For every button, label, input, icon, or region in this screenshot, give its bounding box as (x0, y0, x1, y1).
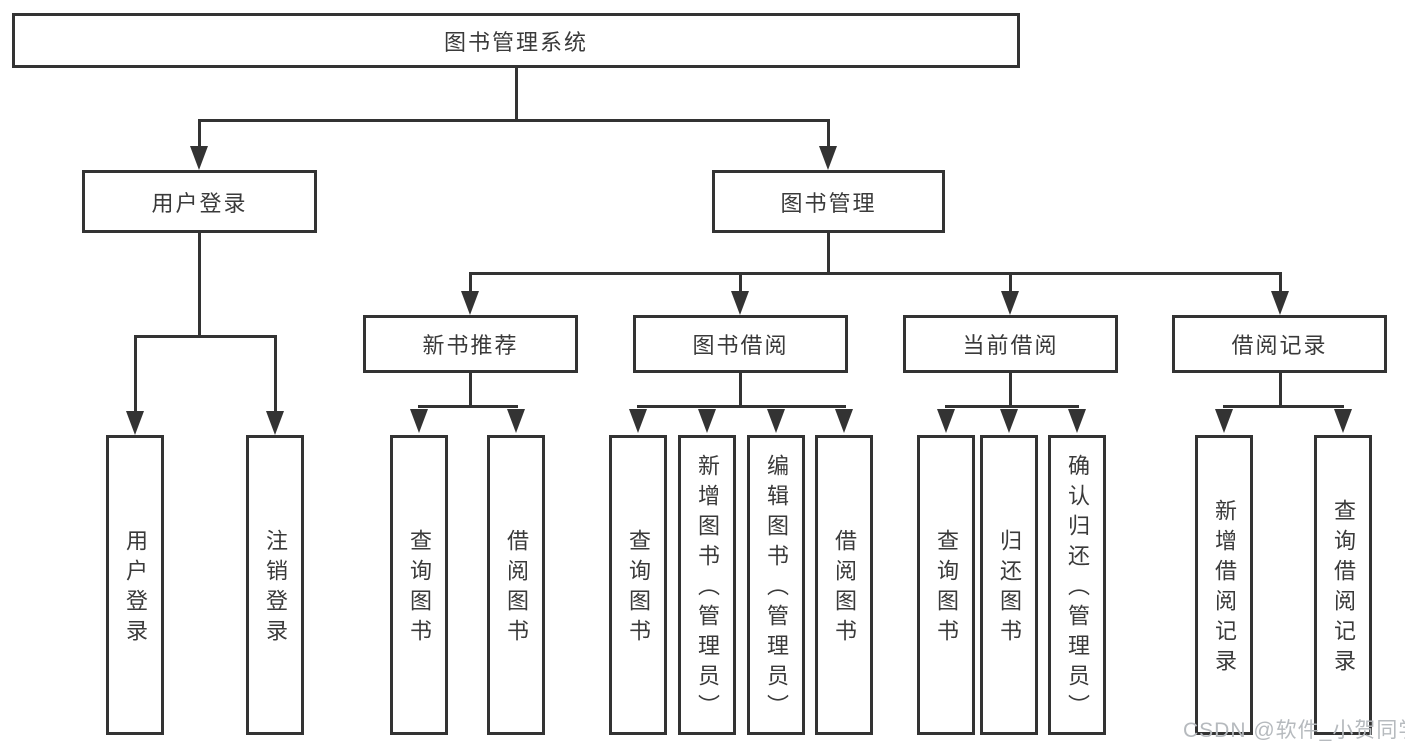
arrow-down-icon (410, 409, 428, 433)
connector-line (515, 68, 518, 122)
leaf-query-borrow-record: 查询借阅记录 (1314, 435, 1372, 735)
leaf-return-book: 归还图书 (980, 435, 1038, 735)
leaf-query-books-current: 查询图书 (917, 435, 975, 735)
node-current-borrow: 当前借阅 (903, 315, 1118, 373)
connector-line (827, 119, 830, 149)
arrow-down-icon (126, 411, 144, 435)
connector-line (469, 272, 1281, 275)
connector-line (739, 373, 742, 407)
connector-line (198, 119, 201, 149)
arrow-down-icon (1068, 409, 1086, 433)
connector-line (1223, 405, 1344, 408)
connector-line (134, 335, 137, 413)
leaf-confirm-return-admin: 确认归还（管理员） (1048, 435, 1106, 735)
node-borrow-records: 借阅记录 (1172, 315, 1387, 373)
arrow-down-icon (731, 291, 749, 315)
connector-line (274, 335, 277, 413)
leaf-borrow-books: 借阅图书 (815, 435, 873, 735)
connector-line (827, 233, 830, 275)
connector-line (198, 119, 830, 122)
connector-line (637, 405, 846, 408)
arrow-down-icon (266, 411, 284, 435)
node-book-management: 图书管理 (712, 170, 945, 233)
arrow-down-icon (767, 409, 785, 433)
arrow-down-icon (190, 146, 208, 170)
arrow-down-icon (1271, 291, 1289, 315)
connector-line (1009, 272, 1012, 294)
leaf-logout: 注销登录 (246, 435, 304, 735)
arrow-down-icon (698, 409, 716, 433)
leaf-add-borrow-record: 新增借阅记录 (1195, 435, 1253, 735)
connector-line (1009, 373, 1012, 407)
arrow-down-icon (1215, 409, 1233, 433)
connector-line (739, 272, 742, 294)
node-root: 图书管理系统 (12, 13, 1020, 68)
leaf-user-login: 用户登录 (106, 435, 164, 735)
arrow-down-icon (1000, 409, 1018, 433)
connector-line (1279, 373, 1282, 407)
connector-line (198, 233, 201, 337)
leaf-edit-book-admin: 编辑图书（管理员） (747, 435, 805, 735)
arrow-down-icon (1001, 291, 1019, 315)
leaf-borrow-books-recommend: 借阅图书 (487, 435, 545, 735)
arrow-down-icon (629, 409, 647, 433)
connector-line (1279, 272, 1282, 294)
arrow-down-icon (819, 146, 837, 170)
arrow-down-icon (507, 409, 525, 433)
leaf-query-books-recommend: 查询图书 (390, 435, 448, 735)
arrow-down-icon (461, 291, 479, 315)
connector-line (469, 272, 472, 294)
connector-line (469, 373, 472, 407)
leaf-query-books-borrow: 查询图书 (609, 435, 667, 735)
node-user-login: 用户登录 (82, 170, 317, 233)
watermark: CSDN @软件_小贺同学 (1183, 719, 1405, 742)
arrow-down-icon (937, 409, 955, 433)
connector-line (134, 335, 277, 338)
node-book-borrow: 图书借阅 (633, 315, 848, 373)
arrow-down-icon (835, 409, 853, 433)
connector-line (945, 405, 1079, 408)
node-new-book-recommend: 新书推荐 (363, 315, 578, 373)
connector-line (418, 405, 518, 408)
leaf-add-book-admin: 新增图书（管理员） (678, 435, 736, 735)
arrow-down-icon (1334, 409, 1352, 433)
